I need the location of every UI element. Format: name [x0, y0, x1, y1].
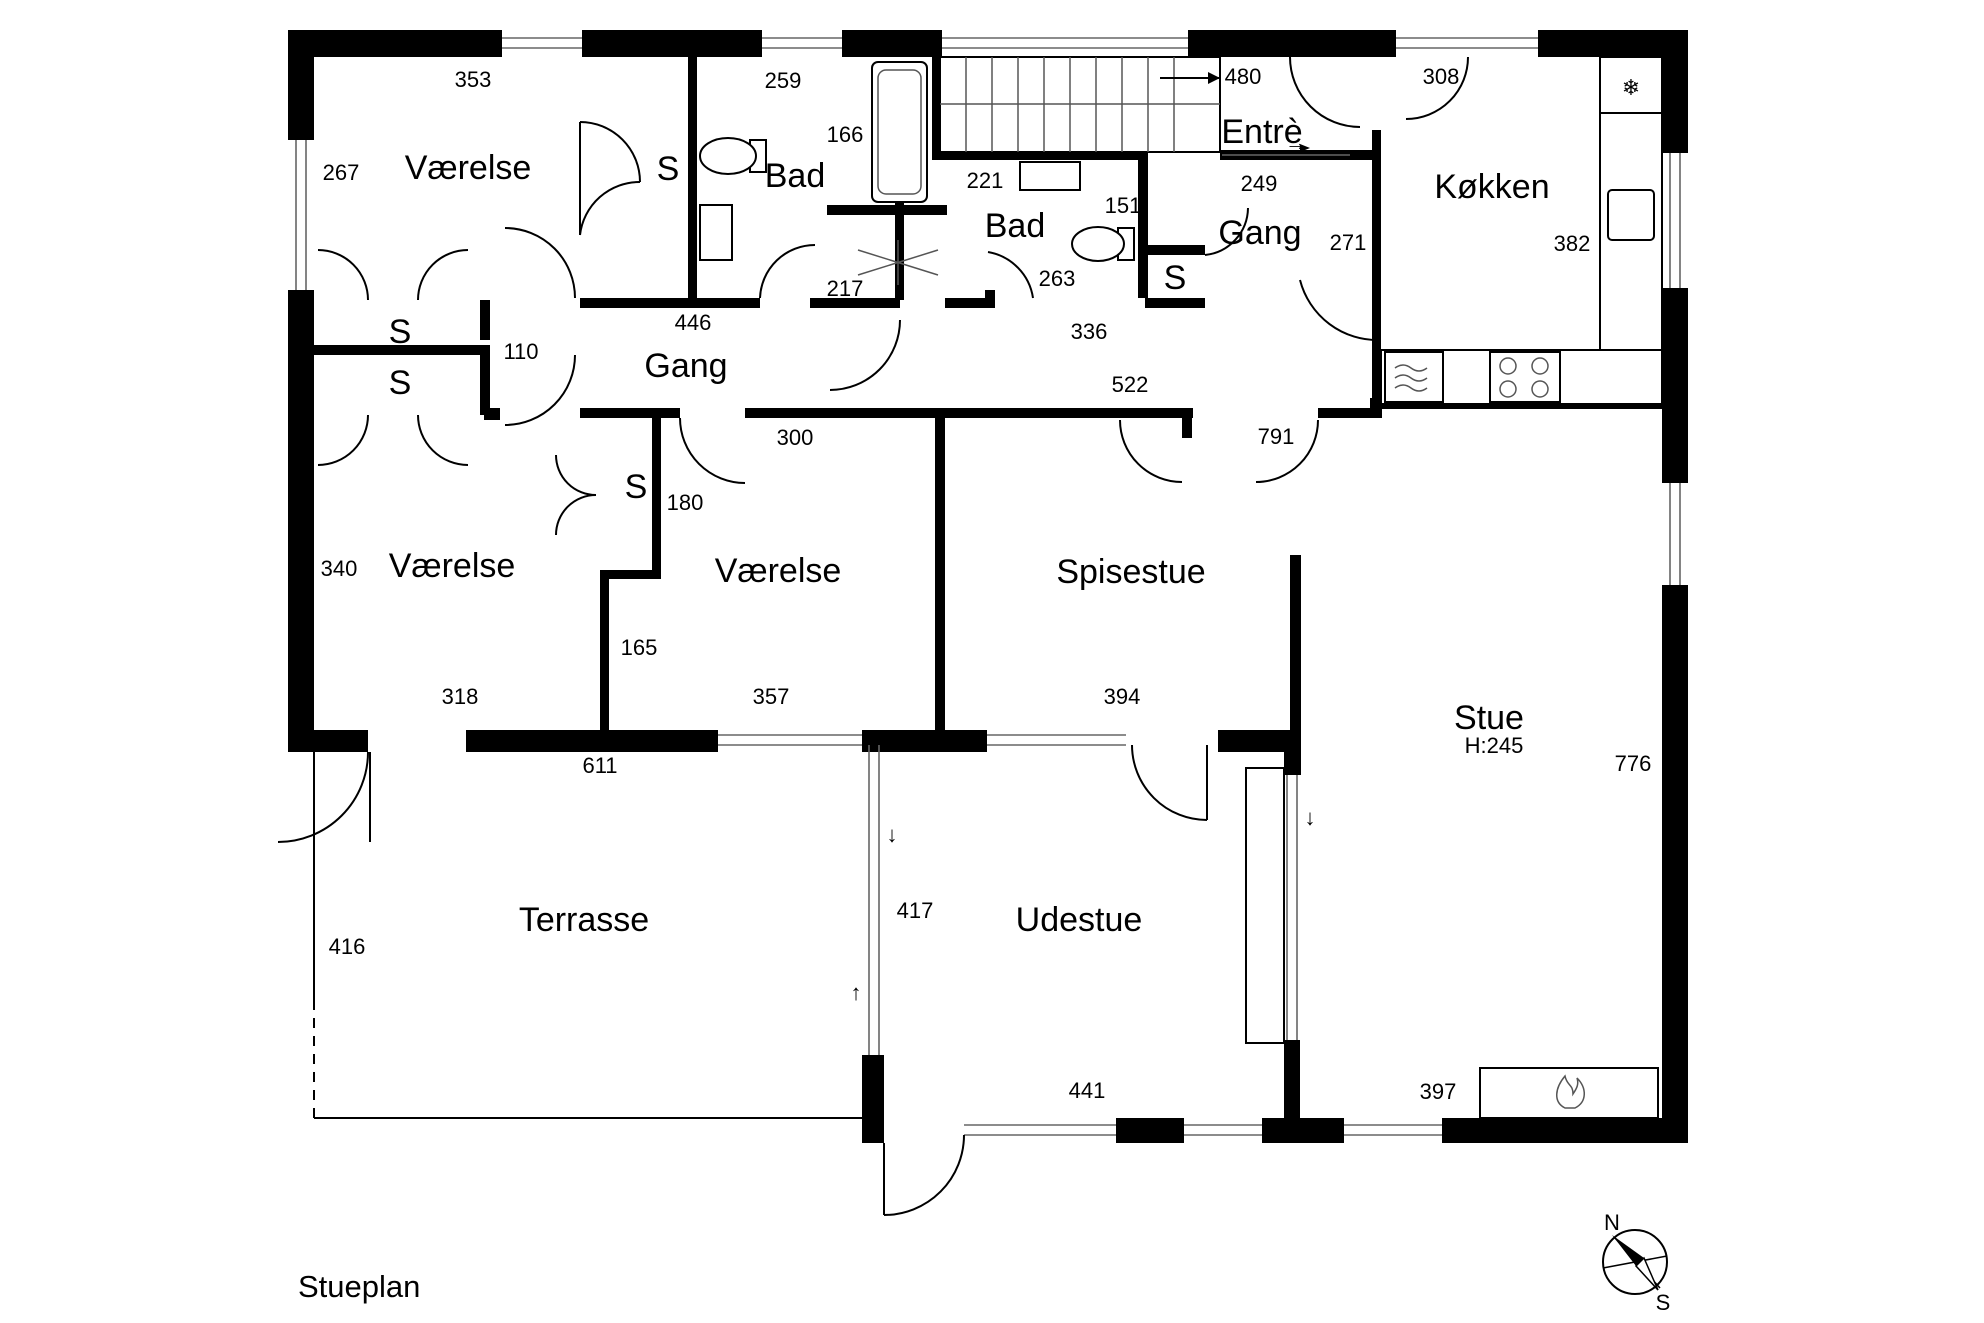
dimension: 259: [765, 68, 802, 93]
terrasse-outline: [313, 752, 862, 1119]
room-label-skab-3: S: [389, 313, 412, 351]
windows: [295, 37, 1681, 1136]
room-label-terrasse: Terrasse: [519, 901, 649, 939]
freezer-icon: ❄: [1622, 75, 1640, 100]
compass-south: S: [1656, 1290, 1671, 1315]
room-label-spisestue: Spisestue: [1056, 553, 1205, 591]
fridge: [1599, 56, 1663, 114]
room-label-skab-1: S: [657, 150, 680, 188]
sink-icon: [699, 204, 733, 261]
stove-icon: [1489, 351, 1561, 403]
compass-icon: N S: [1602, 1210, 1671, 1315]
dimension: 417: [897, 898, 934, 923]
dimension: 217: [827, 276, 864, 301]
room-label-udestue: Udestue: [1016, 901, 1143, 939]
dimension: 397: [1420, 1079, 1457, 1104]
exterior-walls: [288, 30, 1688, 1143]
staircase: [939, 56, 1310, 153]
dimension: 791: [1258, 424, 1295, 449]
room-label-bad-1: Bad: [765, 157, 826, 195]
dishwasher-icon: [1384, 351, 1444, 403]
dimension: 776: [1615, 751, 1652, 776]
dimension: 480: [1225, 64, 1262, 89]
dimension: 611: [582, 753, 617, 778]
dimension: 221: [967, 168, 1004, 193]
room-label-gang-1: Gang: [1218, 214, 1301, 252]
room-label-entre: Entrè: [1221, 113, 1302, 151]
svg-text:↓: ↓: [887, 822, 898, 847]
dimension: 441: [1069, 1078, 1106, 1103]
room-label-vaerelse-3: Værelse: [715, 552, 842, 590]
room-label-vaerelse-2: Værelse: [389, 547, 516, 585]
dimension: 353: [455, 67, 492, 92]
fireplace-icon: [1479, 1067, 1659, 1119]
dimension: 271: [1330, 230, 1367, 255]
dimension: 336: [1071, 319, 1108, 344]
dimension: 165: [621, 635, 658, 660]
sideboard: [1245, 767, 1285, 1044]
dimension: 357: [753, 684, 790, 709]
room-label-gang-2: Gang: [644, 347, 727, 385]
dimension: 382: [1554, 231, 1591, 256]
dimension: 416: [329, 934, 366, 959]
dimension: 151: [1105, 193, 1142, 218]
dimension: 166: [827, 122, 864, 147]
room-label-kokken: Køkken: [1434, 168, 1549, 206]
room-height: H:245: [1465, 733, 1524, 758]
dimension-labels: 353 259 480 308 267 166 221 249 151 271 …: [321, 64, 1652, 1104]
dimension: 300: [777, 425, 814, 450]
dimension: 394: [1104, 684, 1141, 709]
room-label-skab-4: S: [389, 364, 412, 402]
dimension: 110: [503, 339, 538, 364]
svg-text:↑: ↑: [851, 980, 862, 1005]
dimension: 522: [1112, 372, 1149, 397]
toilet-icon: [699, 137, 767, 175]
toilet-icon: [1071, 226, 1135, 262]
room-label-stue: Stue: [1454, 699, 1524, 737]
dimension: 267: [323, 160, 360, 185]
svg-text:↓: ↓: [1305, 805, 1316, 830]
room-label-vaerelse-1: Værelse: [405, 149, 532, 187]
floor-caption: Stueplan: [298, 1269, 420, 1304]
dimension: 249: [1241, 171, 1278, 196]
dimension: 446: [675, 310, 712, 335]
dimension: 263: [1039, 266, 1076, 291]
dimension: 180: [667, 490, 704, 515]
bathtub: [871, 61, 928, 203]
doors: [277, 56, 1469, 1216]
room-label-skab-5: S: [625, 468, 648, 506]
dimension: 308: [1423, 64, 1460, 89]
dimension: 318: [442, 684, 479, 709]
fixtures: ❄ ↓ ↑ ↓ →: [699, 56, 1663, 1119]
svg-text:→: →: [1285, 130, 1307, 155]
dimension: 340: [321, 556, 358, 581]
room-labels: Værelse S Bad Entrè Køkken Bad Gang S S …: [389, 113, 1550, 939]
shower-icon: [857, 240, 939, 285]
sink-icon: [1019, 161, 1081, 191]
compass-north: N: [1604, 1210, 1620, 1235]
kitchen-sink: [1607, 189, 1655, 241]
room-label-skab-2: S: [1164, 259, 1187, 297]
room-label-bad-2: Bad: [985, 207, 1046, 245]
